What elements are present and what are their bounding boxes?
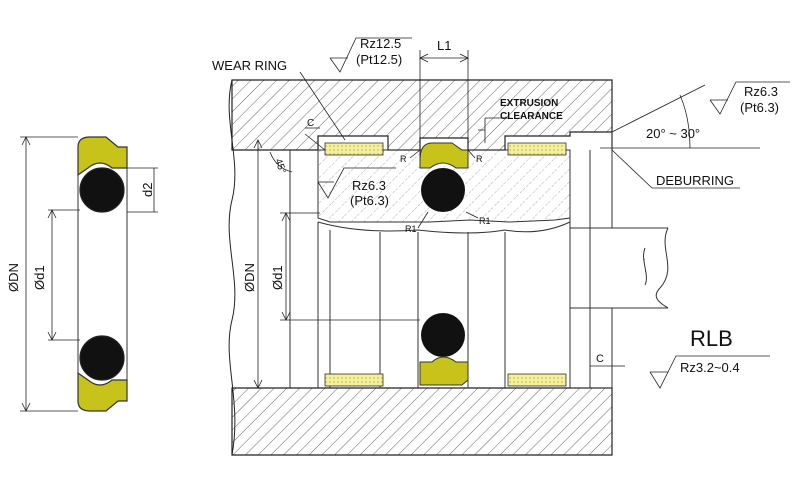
main-o-ring-top — [421, 168, 465, 212]
wear-ring-top-right — [507, 142, 567, 156]
deburring-label: DEBURRING — [656, 173, 734, 188]
c-bottom-label: C — [596, 353, 604, 365]
o-ring-top — [79, 167, 125, 213]
left-dn-label: ØDN — [6, 263, 21, 292]
break-line — [228, 79, 236, 456]
seal-lip-bottom — [77, 371, 128, 412]
wear-ring-bottom-right — [507, 373, 567, 387]
left-dimensions — [20, 136, 158, 412]
l1-label: L1 — [437, 38, 451, 53]
rz125-label: Rz12.5 — [360, 36, 401, 51]
clearance-label: CLEARANCE — [500, 111, 563, 122]
r1-left-label: R1 — [405, 224, 417, 234]
angle-label: 20° ~ 30° — [646, 126, 700, 141]
d2-label: d2 — [140, 183, 155, 197]
pt125-label: (Pt12.5) — [356, 52, 402, 67]
seal-cross-section — [77, 136, 128, 412]
main-o-ring-bottom — [421, 313, 465, 357]
r-right-label: R — [476, 154, 483, 164]
d1-main-label: Ød1 — [270, 265, 285, 290]
housing-bottom — [231, 387, 613, 456]
wear-ring-label: WEAR RING — [212, 58, 287, 73]
rz32-label: Rz3.2~0.4 — [680, 360, 740, 375]
o-ring-bottom — [79, 335, 125, 381]
pt63-top-label: (Pt6.3) — [740, 100, 779, 115]
rlb-label: RLB — [690, 326, 733, 351]
pt63-mid-label: (Pt6.3) — [350, 193, 389, 208]
r-left-label: R — [400, 154, 407, 164]
dn-main-label: ØDN — [242, 263, 257, 292]
c-top-label: C — [307, 118, 314, 129]
rod — [570, 132, 669, 388]
extrusion-label: EXTRUSION — [500, 98, 558, 109]
rz63-mid-label: Rz6.3 — [352, 178, 386, 193]
deg45-label: 45° — [272, 157, 288, 175]
seal-lip-top — [77, 136, 128, 177]
r1-right-label: R1 — [479, 216, 491, 226]
wear-ring-bottom-left — [324, 373, 384, 387]
rz63-top-label: Rz6.3 — [744, 84, 778, 99]
main-dimensions — [253, 37, 790, 389]
wear-ring-top-left — [324, 142, 384, 156]
main-seal-bottom — [419, 356, 469, 386]
left-d1-label: Ød1 — [32, 265, 47, 290]
